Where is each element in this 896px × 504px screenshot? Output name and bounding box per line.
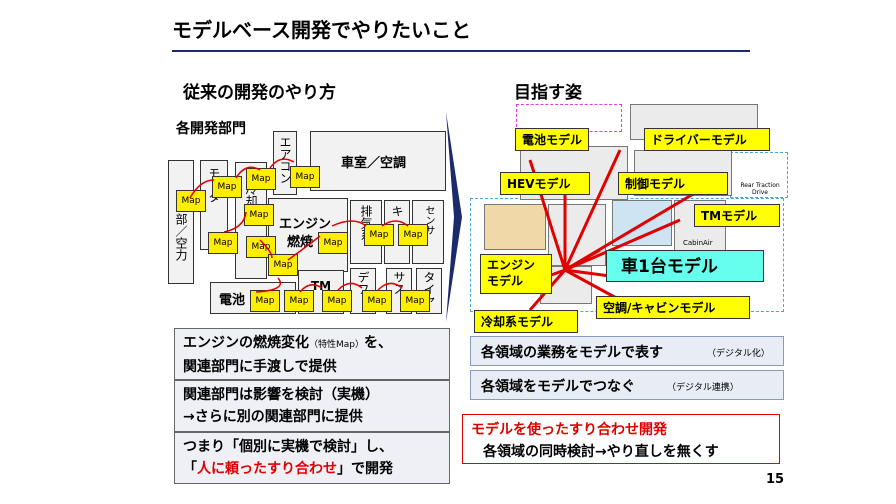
aircon-label: エアコン (278, 136, 292, 184)
departments-label: 各開発部門 (176, 121, 246, 137)
sus-label: サス (392, 271, 406, 295)
cabin-air-label: CabinAir (683, 239, 713, 247)
map-note: Map (364, 224, 394, 246)
note-engine-map: エンジンの燃焼変化（特性Map）を、 関連部門に手渡しで提供 (174, 328, 450, 380)
hev-model: HEVモデル (500, 172, 590, 195)
bar-digitalization: 各領域の業務をモデルで表す （デジタル化） (470, 336, 784, 366)
bar1-small: （デジタル化） (707, 349, 770, 359)
right-heading: 目指す姿 (514, 83, 582, 103)
diff-label: デフ (356, 271, 370, 295)
note-related-depts: 関連部門は影響を検討（実機） →さらに別の関連部門に提供 (174, 380, 450, 432)
note3-open: 「 (183, 461, 197, 477)
map-note: Map (246, 236, 276, 258)
title-underline (172, 50, 750, 52)
battery-label: 電池 (219, 293, 246, 308)
map-note: Map (322, 290, 352, 312)
goal-note: モデルを使ったすり合わせ開発 各領域の同時検討→やり直しを無くす (462, 414, 780, 464)
engine-image (484, 204, 546, 250)
bar1-text: 各領域の業務をモデルで表す (481, 345, 663, 361)
bar2-small: （デジタル連携） (667, 383, 739, 393)
map-note: Map (284, 290, 314, 312)
left-heading: 従来の開発のやり方 (183, 83, 336, 103)
map-note: Map (176, 190, 206, 212)
map-note: Map (268, 254, 298, 276)
note1-small: （特性Map） (309, 340, 364, 350)
map-note: Map (246, 168, 276, 190)
map-note: Map (400, 290, 430, 312)
tm-label: TM (311, 279, 332, 293)
engine-label: エンジン (279, 217, 332, 232)
map-note: Map (208, 232, 238, 254)
note3-red: 人に頼ったすり合わせ (197, 461, 337, 477)
note-summary: つまり「個別に実機で検討」し、 「人に頼ったすり合わせ」で開発 (174, 432, 450, 484)
body-label: 部／空力 (174, 213, 188, 261)
map-note: Map (244, 204, 274, 226)
note2-line2: →さらに別の関連部門に提供 (183, 409, 363, 425)
bar-digital-link: 各領域をモデルでつなぐ （デジタル連携） (470, 370, 784, 400)
map-note: Map (362, 290, 392, 312)
note1-tail: を、 (364, 335, 392, 351)
map-note: Map (318, 232, 348, 254)
goal-line2: 各領域の同時検討→やり直しを無くす (483, 444, 719, 460)
transition-arrow (446, 112, 462, 322)
battery-model: 電池モデル (515, 128, 590, 151)
bar2-text: 各領域をモデルでつなぐ (481, 379, 635, 395)
note2-line1: 関連部門は影響を検討（実機） (183, 387, 379, 403)
sensor-label: センサ (423, 205, 434, 235)
page-number: 15 (766, 472, 785, 487)
ki-label: キ (390, 205, 404, 217)
handoff-arrows (189, 158, 409, 293)
note3-close: 」で開発 (337, 461, 393, 477)
note3-line1: つまり「個別に実機で検討」し、 (183, 439, 393, 455)
cabin-label: 車室／空調 (341, 156, 407, 171)
vehicle-model: 車1台モデル (606, 250, 764, 282)
note1-text: エンジンの燃焼変化 (183, 335, 309, 351)
goal-line1: モデルを使ったすり合わせ開発 (471, 422, 667, 438)
map-note: Map (398, 224, 428, 246)
map-note: Map (212, 176, 242, 198)
control-model: 制御モデル (618, 172, 728, 195)
body-box: 部／空力 (168, 160, 194, 284)
slide-title: モデルベース開発でやりたいこと (172, 18, 471, 42)
aircon-cabin-model: 空調/キャビンモデル (596, 296, 750, 319)
engine-model: エンジン モデル (480, 254, 552, 294)
map-note: Map (290, 166, 320, 188)
cabin-box: 車室／空調 (310, 131, 446, 191)
driver-model: ドライバーモデル (644, 128, 770, 151)
note1-line2: 関連部門に手渡しで提供 (183, 359, 337, 375)
cooling-model: 冷却系モデル (474, 310, 578, 333)
rear-traction-label: Rear Traction Drive (740, 182, 780, 196)
ki-box: キ (384, 200, 410, 264)
tm-model: TMモデル (694, 204, 780, 227)
